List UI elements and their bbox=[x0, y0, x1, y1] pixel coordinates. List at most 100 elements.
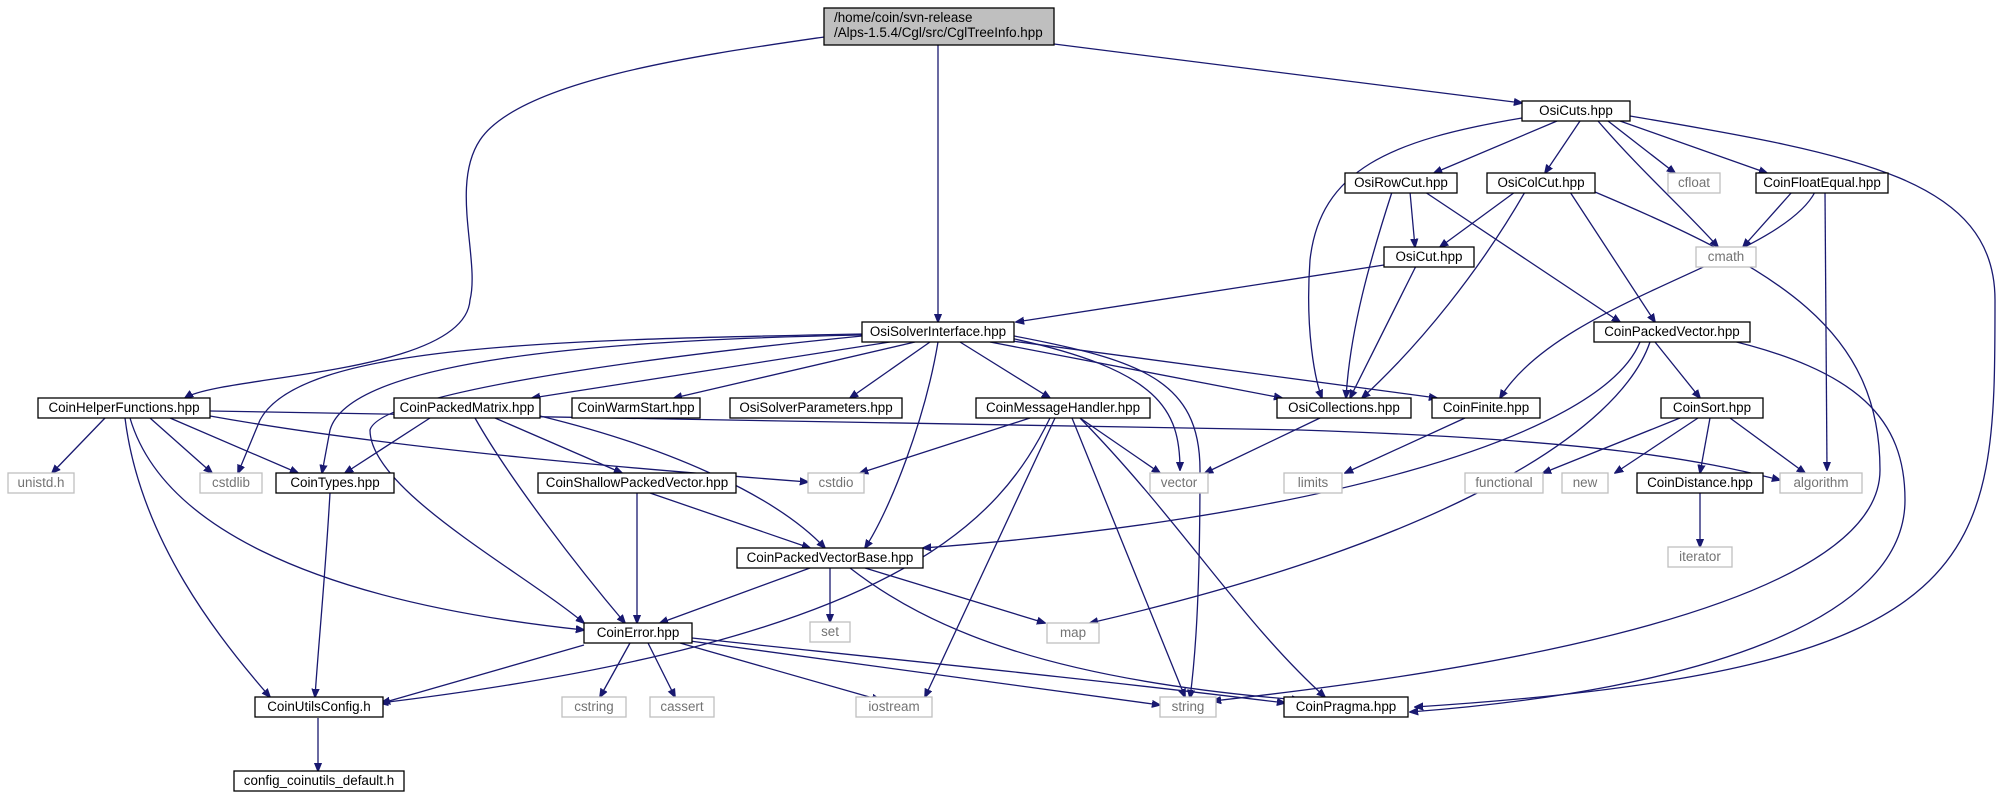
node-osicollections[interactable]: OsiCollections.hpp bbox=[1276, 397, 1412, 419]
node-coinutilsconfig[interactable]: CoinUtilsConfig.h bbox=[254, 696, 384, 718]
edge-osirowcut-to-coinpackedvector bbox=[1424, 191, 1620, 322]
node-label: unistd.h bbox=[18, 475, 65, 490]
root-path-line2: /Alps-1.5.4/Cgl/src/CglTreeInfo.hpp bbox=[834, 25, 1043, 40]
node-new[interactable]: new bbox=[1561, 472, 1609, 494]
edge-coinsort-to-functional bbox=[1543, 417, 1681, 473]
edge-coinfloatequal-to-cmath bbox=[1743, 191, 1793, 247]
edge-coinhelperfunctions-to-coinutilsconfig bbox=[124, 417, 270, 697]
node-label: cfloat bbox=[1678, 175, 1710, 190]
node-coinsort[interactable]: CoinSort.hpp bbox=[1660, 397, 1764, 419]
node-coinmessagehandler[interactable]: CoinMessageHandler.hpp bbox=[975, 397, 1151, 419]
node-coinerror[interactable]: CoinError.hpp bbox=[583, 622, 693, 644]
node-cstring[interactable]: cstring bbox=[561, 696, 627, 718]
edge-coinmessagehandler-to-coinutilsconfig bbox=[380, 417, 1051, 703]
node-cointypes[interactable]: CoinTypes.hpp bbox=[275, 472, 395, 494]
node-label: CoinWarmStart.hpp bbox=[577, 400, 694, 415]
edge-osisolverinterface-to-string bbox=[1013, 335, 1201, 698]
root-path-line1: /home/coin/svn-release bbox=[834, 10, 972, 25]
edge-cointypes-to-coinutilsconfig bbox=[315, 492, 331, 697]
edge-osicuts-to-osicolcut bbox=[1545, 120, 1581, 173]
node-label: CoinSort.hpp bbox=[1673, 400, 1751, 415]
edge-coinsort-to-new bbox=[1615, 417, 1699, 473]
node-cassert[interactable]: cassert bbox=[649, 696, 715, 718]
node-label: CoinHelperFunctions.hpp bbox=[48, 400, 199, 415]
edge-osisolverinterface-to-coinerror bbox=[369, 335, 863, 623]
edge-coinpackedvectorbase-to-coinpragma bbox=[849, 567, 1300, 700]
node-algorithm[interactable]: algorithm bbox=[1779, 472, 1863, 494]
node-osicut[interactable]: OsiCut.hpp bbox=[1383, 246, 1475, 268]
node-osisolverparameters[interactable]: OsiSolverParameters.hpp bbox=[729, 397, 903, 419]
node-coinfinite[interactable]: CoinFinite.hpp bbox=[1431, 397, 1541, 419]
node-coinpackedvector[interactable]: CoinPackedVector.hpp bbox=[1593, 321, 1751, 343]
node-label: set bbox=[821, 624, 839, 639]
node-iterator[interactable]: iterator bbox=[1667, 546, 1733, 568]
node-label: OsiCut.hpp bbox=[1396, 249, 1463, 264]
node-cstdlib[interactable]: cstdlib bbox=[199, 472, 263, 494]
edge-osicolcut-to-osicollections bbox=[1362, 191, 1526, 398]
node-label: CoinPragma.hpp bbox=[1296, 699, 1397, 714]
node-config-coinutils-default[interactable]: config_coinutils_default.h bbox=[233, 770, 405, 792]
edge-osicolcut-to-osicut bbox=[1440, 191, 1516, 247]
node-cgltreeinfo-root[interactable]: /home/coin/svn-release /Alps-1.5.4/Cgl/s… bbox=[823, 7, 1055, 46]
node-coinshallowpackedvector[interactable]: CoinShallowPackedVector.hpp bbox=[537, 472, 737, 494]
edge-osisolverinterface-to-coinpackedmatrix bbox=[532, 341, 891, 398]
edge-coinpackedvector-to-coinsort bbox=[1654, 341, 1700, 398]
node-cfloat[interactable]: cfloat bbox=[1667, 172, 1721, 194]
edge-coinshallowpackedvector-to-coinpackedvectorbase bbox=[649, 492, 810, 548]
node-osirowcut[interactable]: OsiRowCut.hpp bbox=[1344, 172, 1458, 194]
edge-coinhelperfunctions-to-cointypes bbox=[169, 417, 298, 473]
node-label: algorithm bbox=[1793, 475, 1848, 490]
edge-osisolverinterface-to-coinwarmstart bbox=[674, 341, 916, 398]
node-label: OsiCuts.hpp bbox=[1539, 103, 1613, 118]
node-label: cstring bbox=[574, 699, 613, 714]
node-label: iterator bbox=[1679, 549, 1721, 564]
node-iostream[interactable]: iostream bbox=[855, 696, 933, 718]
edge-coinhelperfunctions-to-cstdlib bbox=[149, 417, 212, 473]
node-label: OsiSolverInterface.hpp bbox=[870, 324, 1006, 339]
node-functional[interactable]: functional bbox=[1464, 472, 1544, 494]
node-map[interactable]: map bbox=[1046, 622, 1100, 644]
node-cmath[interactable]: cmath bbox=[1695, 246, 1757, 268]
node-coinpackedmatrix[interactable]: CoinPackedMatrix.hpp bbox=[393, 397, 541, 419]
node-vector[interactable]: vector bbox=[1149, 472, 1209, 494]
edge-osirowcut-to-osicollections bbox=[1346, 191, 1393, 398]
node-osicuts[interactable]: OsiCuts.hpp bbox=[1521, 100, 1631, 122]
edge-coinpackedmatrix-to-coinerror bbox=[474, 417, 625, 623]
node-coinpragma[interactable]: CoinPragma.hpp bbox=[1283, 696, 1409, 718]
node-cstdio[interactable]: cstdio bbox=[807, 472, 865, 494]
node-coindistance[interactable]: CoinDistance.hpp bbox=[1636, 472, 1764, 494]
edge-root-to-osicuts bbox=[1053, 43, 1522, 103]
edge-root-to-coinhelperfunctions bbox=[185, 36, 825, 398]
node-osicolcut[interactable]: OsiColCut.hpp bbox=[1486, 172, 1596, 194]
node-label: functional bbox=[1475, 475, 1532, 490]
edge-coinfloatequal-to-coinfinite bbox=[1500, 191, 1816, 398]
edge-osicuts-to-cmath bbox=[1597, 120, 1718, 247]
node-label: OsiSolverParameters.hpp bbox=[739, 400, 892, 415]
edge-coinerror-to-string bbox=[689, 640, 1160, 705]
node-coinhelperfunctions[interactable]: CoinHelperFunctions.hpp bbox=[37, 397, 211, 419]
node-coinpackedvectorbase[interactable]: CoinPackedVectorBase.hpp bbox=[736, 547, 924, 569]
edge-coinpackedmatrix-to-coinshallowpackedvector bbox=[494, 417, 622, 473]
edge-osicolcut-to-string bbox=[1213, 191, 1881, 701]
edge-osicuts-to-coinpragma bbox=[1415, 115, 1996, 707]
node-label: map bbox=[1060, 625, 1086, 640]
edge-coinmessagehandler-to-coinpragma bbox=[1079, 417, 1325, 697]
node-string[interactable]: string bbox=[1159, 696, 1217, 718]
node-label: CoinDistance.hpp bbox=[1647, 475, 1753, 490]
node-set[interactable]: set bbox=[809, 621, 851, 643]
node-label: CoinTypes.hpp bbox=[290, 475, 379, 490]
edge-osisolverinterface-to-cstdlib bbox=[238, 333, 863, 473]
node-label: CoinError.hpp bbox=[597, 625, 680, 640]
node-label: iostream bbox=[868, 699, 919, 714]
node-unistd-h[interactable]: unistd.h bbox=[7, 472, 75, 494]
node-label: OsiCollections.hpp bbox=[1288, 400, 1400, 415]
edge-osicuts-to-coinfloatequal bbox=[1619, 120, 1767, 173]
node-coinfloatequal[interactable]: CoinFloatEqual.hpp bbox=[1755, 172, 1889, 194]
node-label: CoinUtilsConfig.h bbox=[267, 699, 370, 714]
edge-coinhelperfunctions-to-coinerror bbox=[129, 417, 584, 630]
node-limits[interactable]: limits bbox=[1283, 472, 1343, 494]
edge-osicuts-to-cfloat bbox=[1607, 120, 1675, 173]
node-osisolverinterface[interactable]: OsiSolverInterface.hpp bbox=[861, 321, 1015, 343]
node-coinwarmstart[interactable]: CoinWarmStart.hpp bbox=[571, 397, 701, 419]
